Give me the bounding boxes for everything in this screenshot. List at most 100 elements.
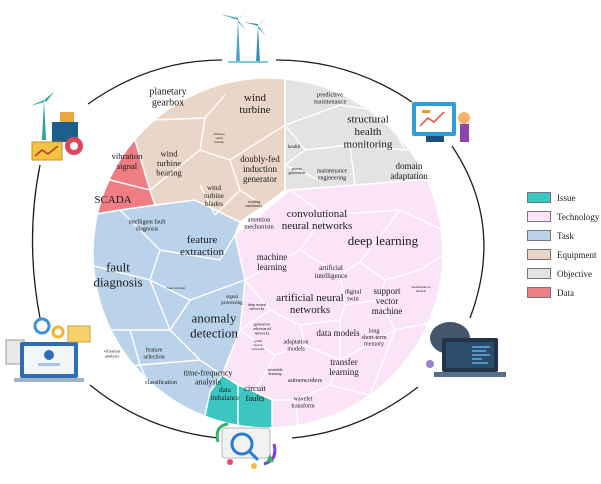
legend-swatch xyxy=(527,211,551,222)
legend-item-equipment: Equipment xyxy=(527,245,601,264)
label-line: anomaly xyxy=(192,311,237,326)
label-line: generative xyxy=(254,321,271,326)
label-line: monitoring xyxy=(344,138,393,150)
label-line: generator xyxy=(243,174,277,184)
label-fault-tolerant: fault-tolerant xyxy=(167,286,185,290)
monitoring-dashboard-icon xyxy=(412,102,470,142)
label-line: convolutional xyxy=(287,207,348,219)
label-health: health xyxy=(288,145,301,150)
label-line: networks xyxy=(255,330,270,335)
label-line: graph xyxy=(254,339,262,343)
label-line: analysis xyxy=(195,377,221,386)
label-line: deep neural xyxy=(248,302,267,307)
label-line: data models xyxy=(316,328,360,338)
legend-label: Issue xyxy=(557,192,576,203)
legend-swatch xyxy=(527,268,551,279)
label-line: wavelet xyxy=(294,397,313,403)
label-line: intelligent fault xyxy=(129,219,166,226)
label-line: attention xyxy=(248,217,271,224)
label-line: transform xyxy=(291,403,315,410)
label-line: networks xyxy=(250,306,265,311)
label-line: fault-tolerant xyxy=(167,286,185,290)
legend-label: Equipment xyxy=(557,249,597,260)
legend-item-technology: Technology xyxy=(527,207,601,226)
label-line: networks xyxy=(252,347,265,351)
outer-arcs xyxy=(31,59,485,439)
label-line: deep learning xyxy=(348,233,419,248)
outer-arc-bottom-right xyxy=(291,386,419,439)
legend-swatch xyxy=(527,230,551,241)
label-line: gearbox xyxy=(152,98,184,109)
outer-arc-right xyxy=(451,145,485,319)
legend-item-task: Task xyxy=(527,226,601,245)
label-line: extraction xyxy=(180,246,224,258)
label-line: diagnosis xyxy=(136,227,159,233)
label-line: rotating xyxy=(248,199,260,204)
label-line: neural networks xyxy=(282,220,353,232)
label-line: short-term xyxy=(362,335,387,341)
legend-item-issue: Issue xyxy=(527,188,601,207)
label-line: vibration xyxy=(104,349,121,354)
label-line: autoencoders xyxy=(288,377,323,384)
diagnosis-laptop-icon xyxy=(5,317,91,382)
label-line: artificial neural xyxy=(276,291,344,303)
label-line: planetary xyxy=(149,87,186,98)
label-line: diagnosis xyxy=(93,274,142,289)
label-line: domain xyxy=(396,161,423,171)
label-line: detection xyxy=(190,325,238,340)
label-line: machine xyxy=(372,306,403,316)
label-line: selection xyxy=(143,355,164,361)
label-line: neural xyxy=(254,343,263,347)
label-line: signal xyxy=(226,295,239,300)
legend-label: Objective xyxy=(557,268,592,279)
label-line: ensemble xyxy=(267,367,282,372)
label-line: turbine xyxy=(204,192,224,200)
label-line: wind xyxy=(244,91,267,103)
label-line: networks xyxy=(290,304,330,316)
label-line: adaptation xyxy=(284,340,309,346)
search-analytics-icon xyxy=(215,422,277,469)
label-classification: classification xyxy=(145,379,177,386)
label-line: imbalance xyxy=(211,394,240,402)
legend-label: Technology xyxy=(557,211,600,222)
label-line: artificial xyxy=(319,264,343,272)
label-autoencoders: autoencoders xyxy=(288,377,323,384)
label-line: fault xyxy=(106,260,130,275)
label-line: wind xyxy=(216,136,223,140)
legend-swatch xyxy=(527,192,551,203)
label-line: health xyxy=(355,126,382,138)
outer-arc-top-left xyxy=(87,59,223,105)
label-line: classification xyxy=(145,379,177,386)
label-line: support xyxy=(374,286,401,296)
